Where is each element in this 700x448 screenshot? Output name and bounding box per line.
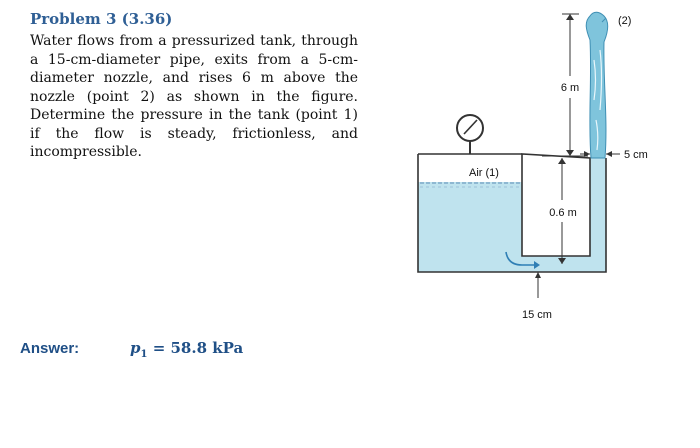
answer-label: Answer: xyxy=(20,340,80,357)
problem-statement: Water flows from a pressurized tank, thr… xyxy=(30,33,358,160)
answer-subscript: 1 xyxy=(140,349,148,360)
dim-arrow-06m-top xyxy=(558,158,566,164)
flow-arrow-icon xyxy=(505,251,534,266)
water-jet xyxy=(585,11,609,159)
jet-spray xyxy=(601,17,607,23)
dim-arrow-06m-bottom xyxy=(558,258,566,264)
rise-label: 6 m xyxy=(561,82,579,94)
jet-highlights xyxy=(593,49,603,151)
water-body xyxy=(418,158,606,272)
answer-symbol: p xyxy=(130,339,141,357)
dim-arrow-top xyxy=(566,14,574,20)
air-label: Air (1) xyxy=(469,167,499,179)
gauge-needle xyxy=(463,119,478,135)
flow-arrowhead xyxy=(534,261,540,269)
pipe-label: 15 cm xyxy=(522,309,552,321)
nozzle-label: 5 cm xyxy=(624,149,648,161)
dim-arrow-6m-bottom xyxy=(566,150,574,156)
tank-outline xyxy=(417,153,607,273)
problem-title: Problem 3 (3.36) xyxy=(30,10,173,28)
answer-number: = 58.8 kPa xyxy=(147,339,244,357)
depth-label: 0.6 m xyxy=(549,207,577,219)
dim-arrow-5cm-right xyxy=(606,151,612,157)
point2-label: (2) xyxy=(618,15,631,27)
answer-value: p1 = 58.8 kPa xyxy=(130,339,243,360)
dim-arrow-5cm-left xyxy=(584,151,590,157)
dim-arrow-15cm xyxy=(535,272,541,278)
